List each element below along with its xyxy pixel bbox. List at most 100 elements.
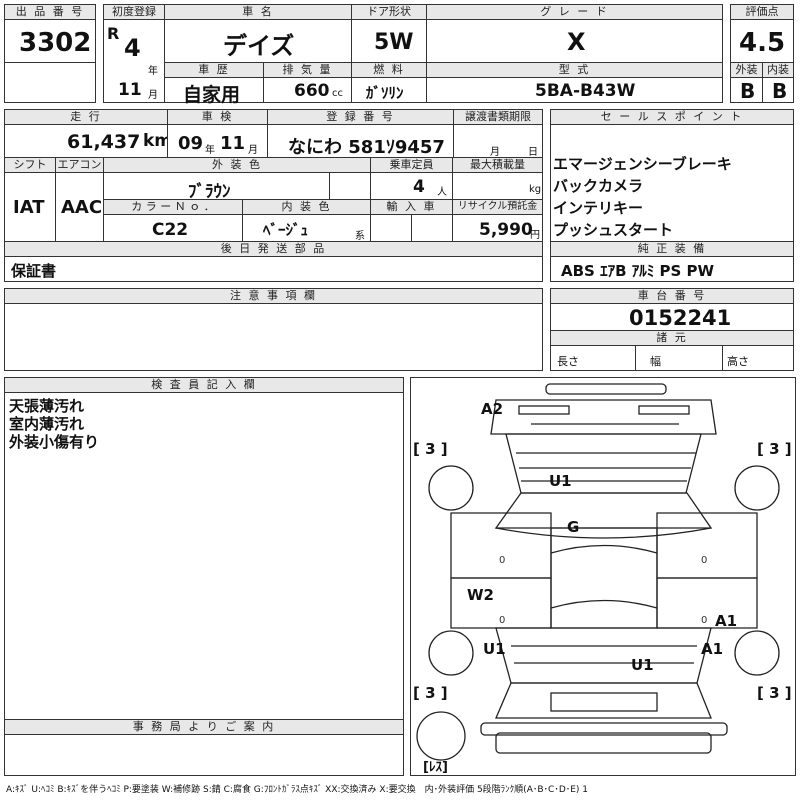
reg-no-value: なにわ 581ｿ9457	[288, 137, 445, 158]
int-score-cell: B	[762, 77, 794, 103]
reg-no-cell: なにわ 581ｿ9457	[267, 124, 454, 158]
chassis-cell: 0152241	[550, 303, 794, 331]
ext-score: B	[740, 79, 756, 103]
year-unit: 年	[148, 66, 158, 77]
chassis-label: 車 台 番 号	[550, 288, 794, 304]
spec-width: 幅	[650, 355, 661, 368]
grade-value: X	[567, 28, 586, 56]
insp-year-unit: 年	[205, 145, 215, 156]
office-cell	[4, 734, 404, 776]
spec-height-cell: 高さ	[722, 345, 794, 371]
int-color-unit: 系	[355, 231, 365, 242]
transfer-label: 譲渡書類期限	[453, 109, 543, 125]
sales-point: バックカメラ	[553, 177, 644, 195]
recycle-label: リサイクル預託金	[452, 199, 543, 215]
model-value: 5BA-B43W	[535, 81, 636, 101]
later-cell: 保証書	[4, 256, 543, 282]
office-label: 事 務 局 よ り ご 案 内	[4, 719, 404, 735]
score-value: 4.5	[739, 28, 786, 58]
equipment-value: ABS ｴｱB ｱﾙﾐ PS PW	[561, 262, 715, 280]
color-no-cell: C22	[103, 214, 243, 242]
capacity-label: 乗車定員	[370, 157, 453, 173]
inspector-label: 検 査 員 記 入 欄	[4, 377, 404, 393]
model-cell: 5BA-B43W	[426, 77, 723, 103]
damage-mark-g: G	[567, 518, 580, 536]
ac-value: AAC	[61, 197, 103, 218]
ext-color-extra	[329, 172, 371, 200]
lot-blank	[4, 62, 96, 103]
recycle-cell: 5,990 円	[452, 214, 543, 242]
capacity-cell: 4 人	[370, 172, 453, 200]
door-cell: 5W	[351, 19, 427, 63]
history-cell: 自家用	[164, 77, 264, 106]
tire-fr: [ 3 ]	[757, 440, 792, 458]
int-score: B	[772, 79, 788, 103]
car-name-label: 車 名	[164, 4, 352, 20]
ext-color-label: 外 装 色	[103, 157, 371, 173]
damage-mark-u1-rear: U1	[631, 656, 654, 674]
capacity-unit: 人	[437, 187, 447, 198]
displacement-value: 660	[294, 81, 330, 101]
legend: A:ｷｽﾞ U:ﾍｺﾐ B:ｷｽﾞを伴うﾍｺﾐ P:要塗装 W:補修跡 S:錆 …	[6, 785, 589, 795]
displacement-label: 排 気 量	[263, 62, 352, 78]
int-score-label: 内装	[762, 62, 794, 78]
lot-cell: 3302	[4, 19, 96, 63]
ac-cell: AAC	[55, 172, 104, 242]
reg-month: 11	[118, 80, 142, 100]
mileage-unit: km	[143, 131, 173, 151]
grade-cell: X	[426, 19, 723, 63]
car-outline-icon: 0 0 0 0	[416, 383, 780, 761]
insp-year: 09	[178, 133, 204, 154]
ext-score-cell: B	[730, 77, 763, 103]
insp-month-unit: 月	[248, 145, 258, 156]
shift-label: シフト	[4, 157, 56, 173]
displacement-unit: cc	[332, 88, 343, 99]
spare-tire-label: [ﾚｽ]	[423, 760, 448, 775]
tire-fl: [ 3 ]	[413, 440, 448, 458]
equipment-label: 純 正 装 備	[550, 241, 794, 257]
car-name-cell: デイズ	[164, 19, 352, 63]
sales-cell: エマージェンシーブレーキ バックカメラ インテリキー プッシュスタート	[550, 124, 794, 242]
color-no-value: C22	[152, 220, 189, 240]
color-no-label: カ ラ ー Ｎ ｏ ．	[103, 199, 243, 215]
inspector-line: 外装小傷有り	[9, 433, 100, 451]
import-cell-b	[411, 214, 453, 242]
mileage-cell: 61,437 km	[4, 124, 172, 158]
first-reg-label: 初度登録	[103, 4, 165, 20]
later-label: 後 日 発 送 部 品	[4, 241, 543, 257]
mileage-label: 走 行	[4, 109, 168, 125]
door-label: ドア形状	[351, 4, 427, 20]
ext-score-label: 外装	[730, 62, 763, 78]
notes-label: 注 意 事 項 欄	[4, 288, 543, 304]
import-label: 輸 入 車	[370, 199, 453, 215]
svg-text:0: 0	[499, 615, 505, 626]
int-color-label: 内 装 色	[242, 199, 371, 215]
ext-color-cell: ﾌﾞﾗｳﾝ	[103, 172, 330, 202]
mileage-value: 61,437	[67, 131, 141, 153]
max-load-label: 最大積載量	[452, 157, 543, 173]
inspector-cell: 天張薄汚れ 室内薄汚れ 外装小傷有り	[4, 392, 404, 720]
max-load-unit: kg	[529, 184, 542, 195]
fuel-value: ｶﾞｿﾘﾝ	[366, 84, 404, 102]
spec-length: 長さ	[557, 355, 579, 368]
model-label: 型 式	[426, 62, 723, 78]
import-cell-a	[370, 214, 412, 242]
inspector-line: 室内薄汚れ	[9, 415, 85, 433]
recycle-unit: 円	[530, 230, 540, 241]
ext-color-value: ﾌﾞﾗｳﾝ	[188, 182, 231, 202]
damage-mark-a1-upper: A1	[715, 612, 738, 630]
ac-label: エアコン	[55, 157, 104, 173]
shift-value: IAT	[13, 197, 45, 218]
spec-length-cell: 長さ	[550, 345, 636, 371]
transfer-cell: 月 日	[453, 124, 543, 158]
first-reg-cell: R 4 年 11 月	[103, 19, 165, 103]
spec-width-cell: 幅	[635, 345, 723, 371]
transfer-day-unit: 日	[528, 147, 538, 158]
damage-mark-u1-left: U1	[483, 640, 506, 658]
chassis-value: 0152241	[629, 306, 732, 330]
int-color-value: ﾍﾞｰｼﾞｭ	[263, 221, 309, 239]
tire-rl: [ 3 ]	[413, 684, 448, 702]
reg-no-label: 登 録 番 号	[267, 109, 454, 125]
history-label: 車 歴	[164, 62, 264, 78]
sales-label: セ ー ル ス ポ イ ン ト	[550, 109, 794, 125]
